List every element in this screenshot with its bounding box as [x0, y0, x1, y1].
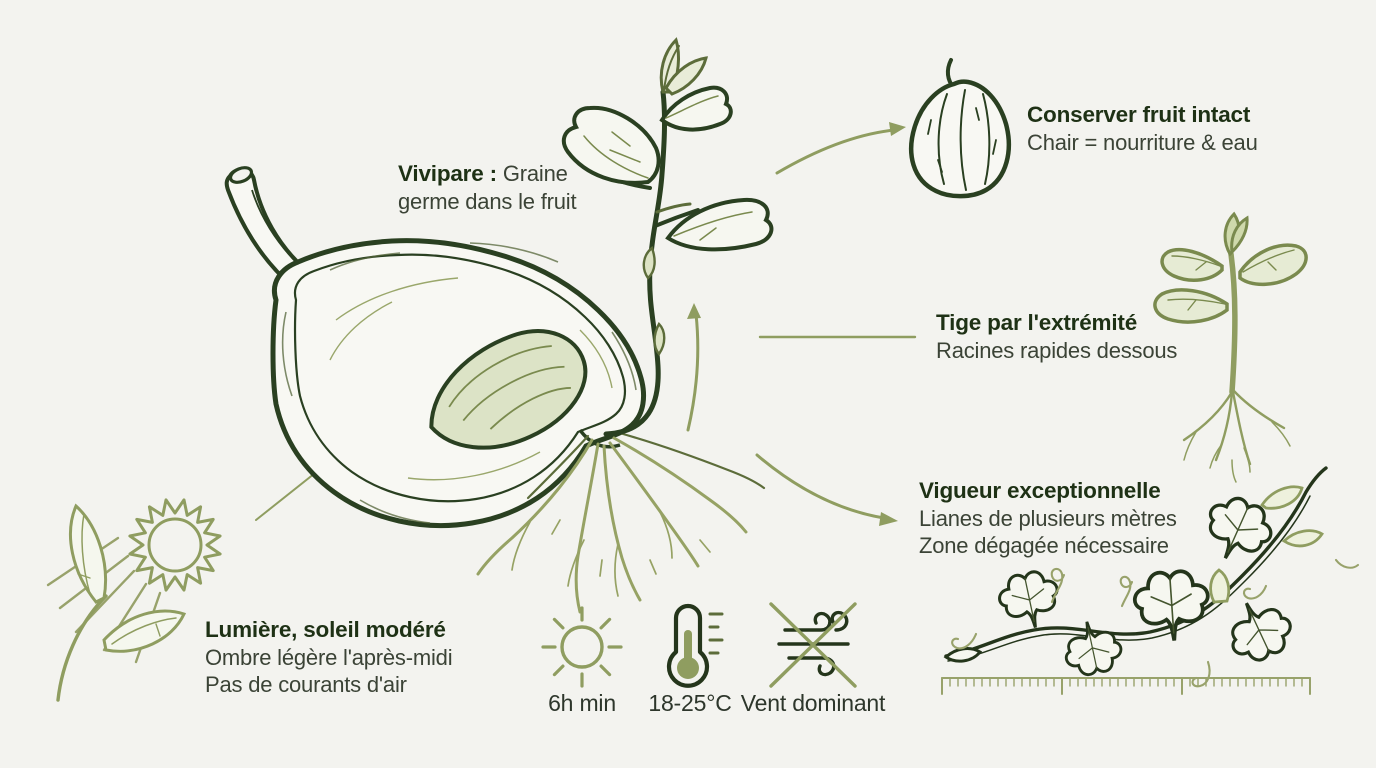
fruit-roots [476, 430, 766, 614]
arrow-to-vigueur-label [755, 453, 886, 520]
sprout-leaf-right-lower [665, 197, 774, 252]
sprout-leaf-right-upper [659, 85, 733, 132]
condition-temperature: 18-25°C [640, 600, 740, 717]
arrow-heads [687, 122, 906, 526]
vigueur-title: Vigueur exceptionnelle [919, 478, 1161, 503]
conserver-line1: Chair = nourriture & eau [1027, 129, 1258, 155]
vigueur-line1: Lianes de plusieurs mètres [919, 505, 1177, 531]
sprig-icon [56, 503, 187, 702]
condition-wind: Vent dominant [735, 600, 891, 717]
vivipare-label: Vivipare : Graine germe dans le fruit [398, 160, 577, 215]
fruit-seed [429, 329, 588, 450]
ruler-scale-icon [941, 677, 1311, 695]
seedling-leaf-upper-left [1160, 247, 1224, 283]
fruit-sprout [561, 37, 774, 437]
conserver-title: Conserver fruit intact [1027, 102, 1251, 127]
tige-callout: Tige par l'extrémité Racines rapides des… [936, 309, 1177, 364]
lumiere-callout: Lumière, soleil modéré Ombre légère l'ap… [205, 616, 453, 699]
arrow-up-along-stem [686, 312, 700, 432]
condition-sunlight: 6h min [527, 603, 637, 717]
sun-large-icon [128, 498, 222, 592]
fruit-flesh-line [293, 253, 627, 503]
sprout-leaf-left [561, 105, 661, 185]
thermometer-icon [666, 603, 724, 688]
tige-title: Tige par l'extrémité [936, 310, 1138, 335]
vine-illustration [941, 466, 1360, 695]
condition-sunlight-label: 6h min [548, 690, 616, 716]
no-wind-icon [769, 602, 857, 688]
chayote-fruit-icon [908, 58, 1011, 199]
tige-line1: Racines rapides dessous [936, 337, 1178, 363]
lumiere-line1: Ombre légère l'après-midi [205, 644, 453, 670]
vivipare-title: Vivipare : [398, 161, 497, 186]
vine-tendrils [951, 558, 1360, 688]
seedling-leaf-right [1238, 243, 1308, 286]
lumiere-line2: Pas de courants d'air [205, 672, 407, 697]
vigueur-callout: Vigueur exceptionnelle Lianes de plusieu… [919, 477, 1177, 560]
vine-olive-leaves [1209, 485, 1324, 604]
sun-icon [541, 606, 623, 688]
connector-lines [255, 128, 917, 521]
vivipare-line1: Vivipare : Graine [398, 161, 568, 186]
halved-fruit-illustration [224, 37, 774, 614]
condition-temperature-label: 18-25°C [648, 690, 732, 716]
vigueur-line2: Zone dégagée nécessaire [919, 533, 1169, 558]
seedling-icon [1153, 211, 1308, 483]
vine-tip-leaf [943, 647, 983, 663]
lumiere-title: Lumière, soleil modéré [205, 617, 446, 642]
conserver-callout: Conserver fruit intact Chair = nourritur… [1027, 101, 1258, 156]
seedling-roots [1182, 388, 1286, 466]
sun-with-leaves-illustration [46, 498, 222, 702]
arrow-to-fruit-icon [775, 128, 896, 175]
vivipare-line2: germe dans le fruit [398, 188, 577, 214]
condition-wind-label: Vent dominant [740, 690, 886, 716]
